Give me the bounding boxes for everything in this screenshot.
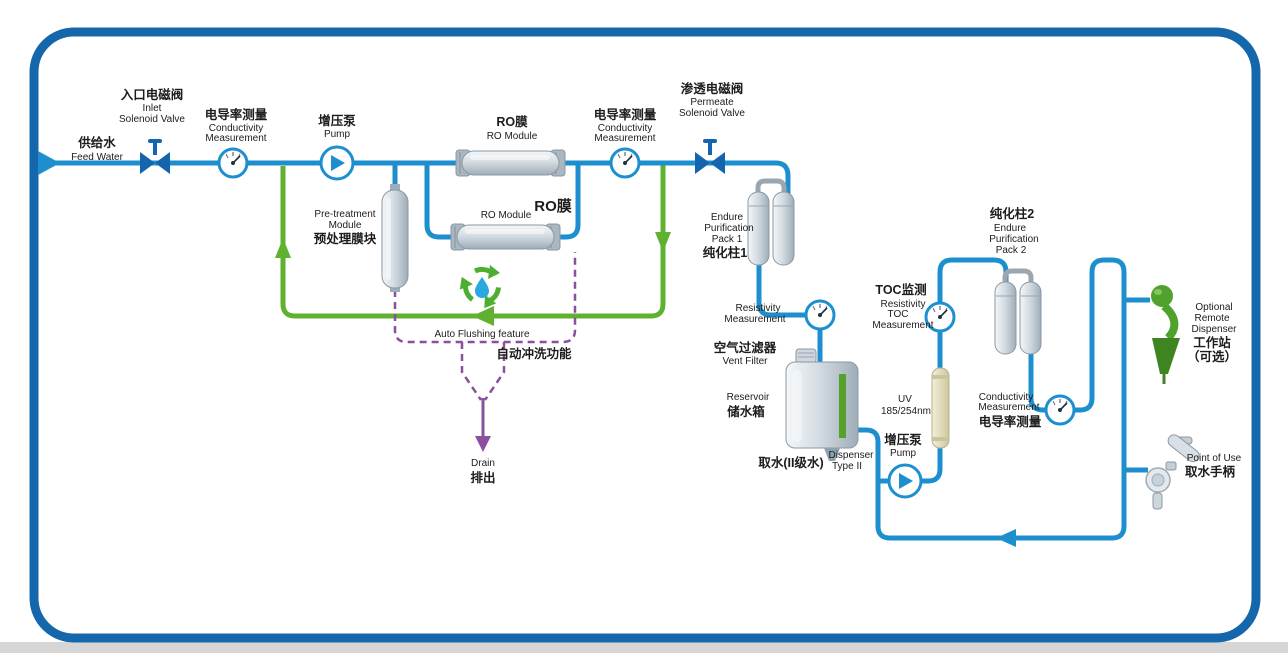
toc-label-zh: TOC监测 (875, 282, 926, 297)
ro2-label-en: RO Module (481, 210, 532, 221)
pump1-label-zh: 增压泵 (318, 113, 356, 128)
remote-dispenser (1151, 285, 1180, 384)
tank-level-indicator (839, 374, 846, 438)
tank-spigot (824, 448, 840, 461)
ro1-label-en: RO Module (487, 131, 538, 142)
pack2-label-zh: 纯化柱2 (990, 206, 1035, 221)
toc-label-en3: Measurement (872, 320, 933, 331)
feed-water-label-en: Feed Water (71, 152, 124, 163)
reservoir-tank (785, 348, 859, 461)
uv-label-en2: 185/254nm (881, 406, 931, 417)
reservoir-label-zh: 储水箱 (726, 404, 765, 419)
inlet-valve-label-en2: Solenoid Valve (119, 114, 185, 125)
drain-label-zh: 排出 (470, 470, 495, 485)
drain-arrow-icon (475, 436, 491, 452)
remote-dispenser-label-zh1: 工作站 (1193, 335, 1231, 350)
pretreatment-label-zh: 预处理膜块 (314, 231, 377, 246)
loop-left-arrow-icon (996, 529, 1016, 547)
purification-pack-2 (994, 268, 1042, 355)
bottom-strip (0, 642, 1288, 653)
conductivity-gauge-3 (1044, 394, 1076, 426)
ro-module-2 (450, 223, 561, 251)
uv-lamp (931, 367, 950, 449)
inlet-solenoid-valve (140, 139, 170, 174)
dispenser-type2-label-en1: Dispenser (828, 450, 874, 461)
ro1-label-zh: RO膜 (496, 114, 528, 129)
pretreatment-label-en1: Pre-treatment (314, 209, 375, 220)
vent-filter-label-zh: 空气过滤器 (714, 340, 777, 355)
pretreatment-module (381, 184, 409, 292)
remote-dispenser-label-en2: Remote (1194, 313, 1229, 324)
feed-water-label-zh: 供给水 (77, 135, 116, 150)
toc-gauge (924, 301, 956, 333)
pretreatment-label-en2: Module (329, 220, 362, 231)
drain-label-en: Drain (471, 458, 495, 469)
point-of-use-handle (1145, 434, 1200, 510)
conductivity1-label-en2: Measurement (205, 133, 266, 144)
remote-dispenser-label-en3: Dispenser (1191, 324, 1237, 335)
permeate-valve-label-en2: Solenoid Valve (679, 108, 745, 119)
conductivity2-label-en1: Conductivity (598, 123, 652, 134)
conductivity2-label-en2: Measurement (594, 133, 655, 144)
auto-flush-label-en: Auto Flushing feature (434, 329, 529, 340)
booster-pump-1 (319, 145, 355, 181)
conductivity3-label-en2: Measurement (978, 402, 1039, 413)
remote-dispenser-label-zh2: （可选） (1187, 349, 1237, 364)
conductivity3-label-en1: Conductivity (979, 392, 1033, 403)
ro2-label-zh: RO膜 (534, 197, 572, 215)
vent-filter (795, 348, 817, 364)
toc-label-en1: Resistivity (880, 299, 925, 310)
inlet-valve-label-en1: Inlet (143, 103, 162, 114)
green-up-arrow-icon (275, 238, 291, 258)
pump2-label-zh: 增压泵 (884, 432, 922, 447)
conductivity-gauge-1 (217, 147, 249, 179)
toc-label-en2: TOC (888, 309, 909, 320)
pipe-main-blue (38, 160, 823, 368)
remote-dispenser-label-en1: Optional (1195, 302, 1232, 313)
uv-label-en1: UV (898, 394, 912, 405)
purification-pack-1 (747, 178, 795, 266)
resistivity-gauge (804, 299, 836, 331)
point-of-use-label-en: Point of Use (1187, 453, 1242, 464)
green-left-arrow-icon (472, 306, 494, 326)
recycle-icon (459, 265, 501, 309)
permeate-valve-label-zh: 渗透电磁阀 (681, 81, 744, 96)
permeate-valve-label-en1: Permeate (690, 97, 734, 108)
resistivity-label-en1: Resistivity (735, 303, 780, 314)
pack2-label-en2: Purification (989, 234, 1038, 245)
pack2-label-en1: Endure (994, 223, 1027, 234)
feed-water-arrow-icon (38, 151, 60, 175)
conductivity3-label-zh: 电导率测量 (979, 414, 1042, 429)
green-down-arrow-icon (655, 232, 671, 252)
auto-flush-label-zh: 自动冲洗功能 (496, 346, 572, 361)
conductivity2-label-zh: 电导率测量 (594, 107, 657, 122)
ro-module-1 (455, 149, 566, 177)
pump2-label-en: Pump (890, 448, 917, 459)
conductivity1-label-en1: Conductivity (209, 123, 263, 134)
permeate-solenoid-valve (695, 139, 725, 174)
conductivity1-label-zh: 电导率测量 (205, 107, 268, 122)
pack1-label-en1: Endure (711, 212, 744, 223)
pipe-drain-purple (393, 252, 577, 452)
pack2-label-en3: Pack 2 (996, 245, 1027, 256)
resistivity-label-en2: Measurement (724, 314, 785, 325)
point-of-use-label-zh: 取水手柄 (1185, 464, 1236, 479)
pipe-polish-loop (858, 257, 1150, 547)
pack1-label-en2: Purification (704, 223, 753, 234)
inlet-valve-label-zh: 入口电磁阀 (121, 87, 184, 102)
pipe-recirculation-green (275, 165, 671, 326)
pack1-label-en3: Pack 1 (712, 234, 743, 245)
pack1-label-zh: 纯化柱1 (703, 245, 748, 260)
diagram-border (29, 27, 1261, 643)
pump1-label-en: Pump (324, 129, 351, 140)
reservoir-label-en: Reservoir (727, 392, 770, 403)
vent-filter-label-en: Vent Filter (722, 356, 768, 367)
dispenser-type2-label-zh: 取水(II级水) (758, 455, 823, 470)
conductivity-gauge-2 (609, 147, 641, 179)
dispenser-type2-label-en2: Type II (832, 461, 862, 472)
booster-pump-2 (887, 463, 923, 499)
